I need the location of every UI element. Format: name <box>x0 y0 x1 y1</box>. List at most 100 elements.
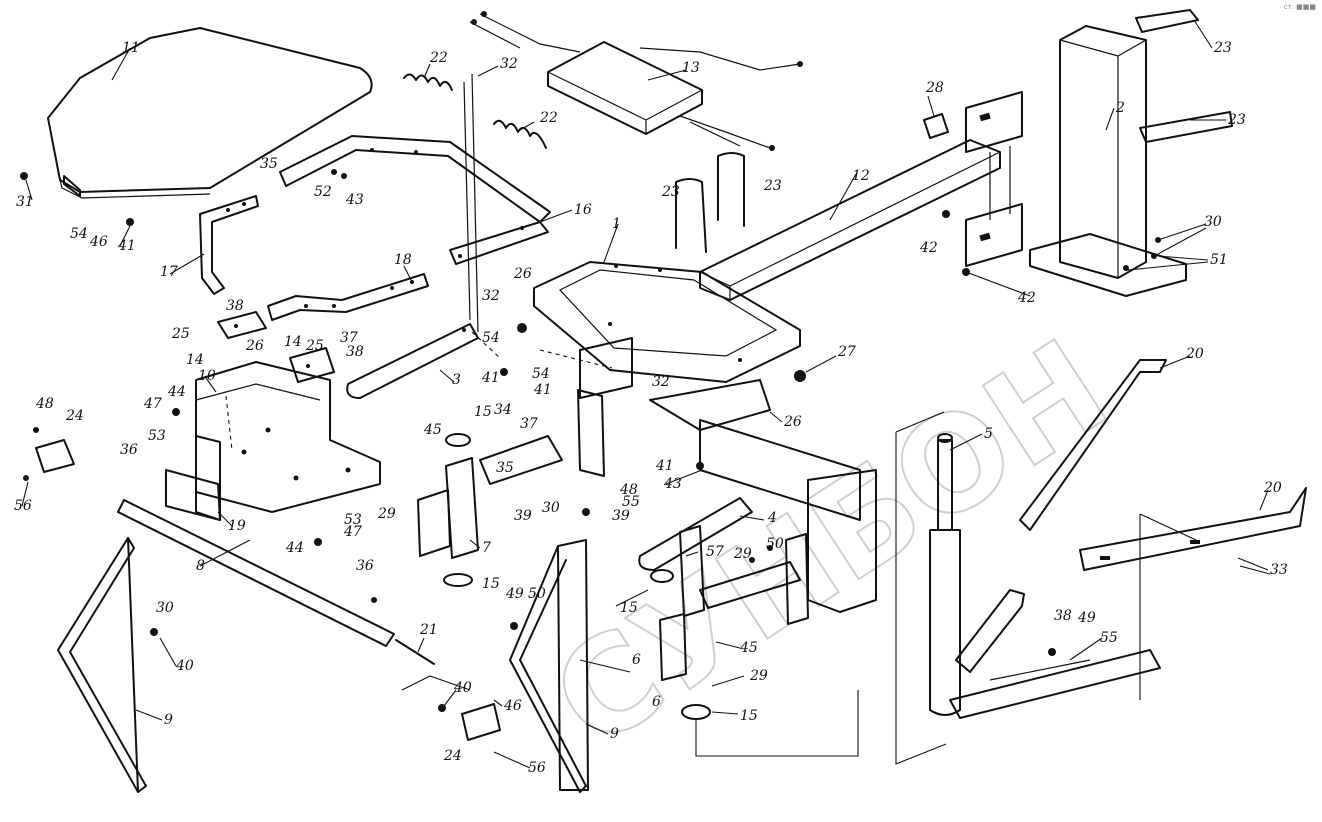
callout-26: 26 <box>513 266 532 282</box>
callout-51: 51 <box>1210 252 1228 268</box>
lower-linkage <box>395 639 501 741</box>
arm-3 <box>346 323 479 399</box>
callout-11: 11 <box>122 40 140 56</box>
callout-15b: 15 <box>482 576 500 592</box>
boom <box>699 91 1023 301</box>
shaft <box>35 439 395 647</box>
callout-9: 9 <box>164 712 173 728</box>
seat-frame <box>279 135 551 265</box>
callout-55b: 55 <box>1100 630 1118 646</box>
callout-18: 18 <box>394 252 412 268</box>
callout-45b: 45 <box>739 640 758 656</box>
callout-38b: 38 <box>346 344 364 360</box>
long-rods <box>463 73 479 333</box>
callout-6b: 6 <box>652 694 661 710</box>
bar-20-lower <box>1079 487 1307 571</box>
triangle-frame-left <box>57 537 147 793</box>
lower-brace <box>949 589 1161 719</box>
callout-22b: 22 <box>539 110 558 126</box>
callout-49: 49 <box>505 586 524 602</box>
leader-lines <box>21 19 1271 769</box>
callout-6: 6 <box>632 652 641 668</box>
callout-38c: 38 <box>1054 608 1072 624</box>
callout-42b: 42 <box>1017 290 1036 306</box>
callout-21: 21 <box>419 622 438 638</box>
callout-30c: 30 <box>156 600 174 616</box>
spring-lower <box>493 119 547 149</box>
callout-46: 46 <box>89 234 108 250</box>
callout-25b: 25 <box>305 338 324 354</box>
vertical-post <box>1029 25 1187 297</box>
callout-10: 10 <box>198 368 216 384</box>
callout-20: 20 <box>1185 346 1204 362</box>
callout-48: 48 <box>35 396 54 412</box>
callout-37: 37 <box>340 330 358 346</box>
bar-20-upper <box>1019 359 1167 531</box>
u-bolts <box>675 9 1233 253</box>
callout-29: 29 <box>377 506 396 522</box>
main-frame <box>533 261 877 613</box>
callout-56b: 56 <box>528 760 546 776</box>
callout-13: 13 <box>682 60 700 76</box>
callout-37b: 37 <box>520 416 538 432</box>
callout-22: 22 <box>429 50 448 66</box>
tray <box>165 361 381 521</box>
callout-5: 5 <box>984 426 993 442</box>
triangle-frame-right <box>509 539 589 793</box>
callout-39: 39 <box>514 508 532 524</box>
callout-40b: 40 <box>453 680 472 696</box>
callout-30: 30 <box>1204 214 1222 230</box>
callout-1: 1 <box>612 216 621 232</box>
callout-35b: 35 <box>496 460 514 476</box>
callout-39b: 39 <box>612 508 630 524</box>
bent-bracket <box>199 195 259 295</box>
callout-55: 55 <box>622 494 640 510</box>
callout-3: 3 <box>452 372 461 388</box>
spring-upper <box>403 73 453 91</box>
callout-12: 12 <box>852 168 870 184</box>
callout-36: 36 <box>120 442 138 458</box>
callout-38: 38 <box>226 298 244 314</box>
pivot-tube <box>417 433 563 587</box>
corner-mark: ст. ■■■ <box>1283 3 1316 11</box>
callout-14b: 14 <box>284 334 302 350</box>
callout-35: 35 <box>260 156 278 172</box>
callout-43: 43 <box>345 192 364 208</box>
callout-27: 27 <box>837 344 856 360</box>
callout-41: 41 <box>117 238 136 254</box>
callout-56: 56 <box>14 498 32 514</box>
callout-26c: 26 <box>783 414 802 430</box>
callout-34: 34 <box>494 402 512 418</box>
callout-19: 19 <box>228 518 246 534</box>
callout-54: 54 <box>70 226 88 242</box>
callout-15d: 15 <box>740 708 758 724</box>
callout-31: 31 <box>16 194 34 210</box>
callout-46b: 46 <box>503 698 522 714</box>
callout-33: 33 <box>1270 562 1288 578</box>
callout-42: 42 <box>919 240 938 256</box>
callout-23c: 23 <box>661 184 680 200</box>
callout-9b: 9 <box>610 726 619 742</box>
small-plates <box>217 311 335 383</box>
callout-20b: 20 <box>1263 480 1282 496</box>
callout-54c: 54 <box>532 366 550 382</box>
seat-rail <box>267 273 429 321</box>
arm-4 <box>638 497 809 720</box>
callout-24b: 24 <box>443 748 462 764</box>
callout-labels: 1 2 3 4 5 6 6 7 8 9 9 10 11 12 13 14 14 … <box>14 40 1288 776</box>
callout-24: 24 <box>65 408 84 424</box>
callout-50b: 50 <box>766 536 784 552</box>
callout-17: 17 <box>160 264 178 280</box>
callout-7: 7 <box>482 540 491 556</box>
callout-41b: 41 <box>481 370 500 386</box>
callout-53: 53 <box>148 428 166 444</box>
fasteners <box>20 169 1161 656</box>
callout-47: 47 <box>143 396 162 412</box>
callout-50: 50 <box>528 586 546 602</box>
callout-53b: 53 <box>344 512 362 528</box>
bushing-28 <box>923 113 949 139</box>
callout-15: 15 <box>474 404 492 420</box>
callout-25: 25 <box>171 326 190 342</box>
callout-44: 44 <box>167 384 186 400</box>
